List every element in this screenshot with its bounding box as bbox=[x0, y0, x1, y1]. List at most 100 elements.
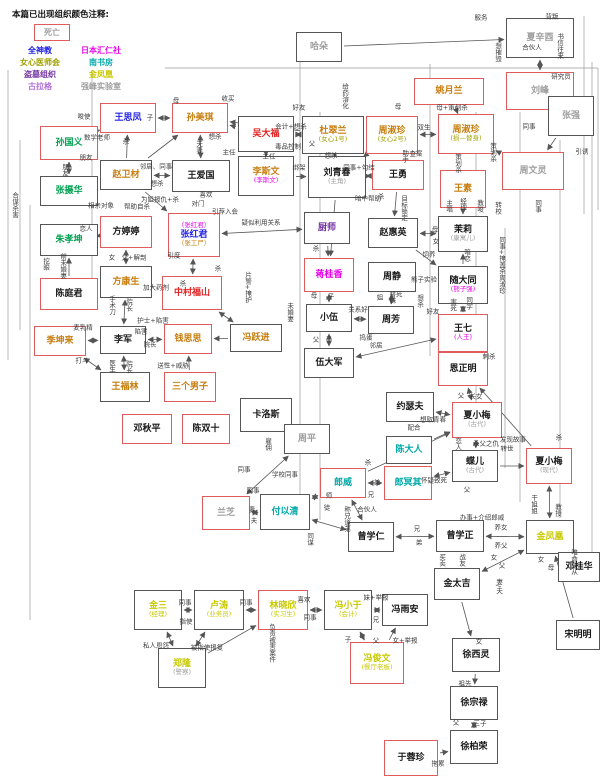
edge-label: 弟 bbox=[415, 538, 423, 547]
node-chushi: 厨师 bbox=[304, 212, 350, 244]
node-chenshuangshi: 陈双十 bbox=[182, 414, 230, 444]
node-lijun: 李军 bbox=[100, 326, 146, 354]
legend-org-0: 全神教 bbox=[28, 46, 52, 55]
node-zhouping: 周平 bbox=[284, 424, 330, 454]
edge-label: 办事+介绍郎威 bbox=[459, 513, 505, 522]
node-langmingqi: 郎冥其 bbox=[384, 466, 432, 500]
node-title: 周淑珍 bbox=[378, 126, 406, 137]
node-title: 李斯文 bbox=[252, 167, 280, 178]
edge-label: 妹+举报 bbox=[363, 593, 389, 602]
node-dieer: 蝶儿(古代) bbox=[452, 450, 498, 482]
node-yurongzhen: 于蓉珍 bbox=[384, 740, 438, 776]
node-title: 王爱国 bbox=[187, 170, 215, 181]
node-fuyiqing: 付以清 bbox=[260, 494, 310, 530]
edge-label: 陷害 bbox=[134, 327, 148, 336]
edge-label: 数学老师 bbox=[84, 133, 110, 142]
node-zengxueren: 曾学仁 bbox=[348, 522, 394, 552]
edge-label: 女 bbox=[432, 237, 440, 246]
node-wangyong: 王勇 bbox=[372, 160, 424, 190]
edge-label: 女 bbox=[108, 253, 116, 262]
edge-label: 买卖 bbox=[437, 553, 446, 567]
node-subtitle: (经理) bbox=[148, 610, 168, 619]
node-subtitle: (女心2号) bbox=[377, 135, 407, 144]
edge-label: 母 bbox=[547, 563, 555, 572]
node-title: 朱孝坤 bbox=[55, 234, 83, 245]
node-subtitle: (业务员) bbox=[206, 610, 232, 619]
node-title: 周静 bbox=[382, 271, 401, 282]
node-wangsifeng: 王思凤 bbox=[100, 103, 156, 133]
edge-label: 想摧毁 bbox=[493, 42, 502, 62]
node-zhoushuzhen: 周淑珍(损—替身) bbox=[438, 114, 494, 154]
edge-label: 子 bbox=[325, 335, 333, 344]
node-title: 冯小于 bbox=[334, 601, 362, 612]
node-subtitle: (女心1号) bbox=[318, 135, 348, 144]
node-xuzonglu: 徐宗禄 bbox=[450, 686, 498, 720]
node-title: 徐西灵 bbox=[462, 649, 490, 660]
node-jiangguixiang: 蒋桂香 bbox=[304, 258, 354, 292]
node-zhangshehua: 张摄华 bbox=[40, 176, 98, 206]
edge-label: 父 bbox=[463, 485, 471, 494]
edge-label: 父 bbox=[457, 391, 465, 400]
node-title: 厨师 bbox=[317, 222, 336, 233]
edge-label: 同事 bbox=[246, 486, 260, 495]
edge-label: 负责被害案件 bbox=[267, 623, 276, 663]
node-zhanghongjun: （张红君）张红君（张工尸） bbox=[168, 213, 220, 257]
edge-label: 母+策划杀 bbox=[436, 103, 468, 112]
edge-label: 杀 bbox=[214, 264, 222, 273]
edge-label: 想杀 bbox=[150, 179, 164, 188]
legend-death-box: 死亡 bbox=[34, 24, 70, 41]
node-zhouwenling: 周文灵 bbox=[502, 152, 564, 190]
edge-label: 片警+掩护 bbox=[243, 271, 252, 303]
edge-label: 经理 bbox=[458, 197, 467, 211]
edge-label: 弟 bbox=[373, 478, 381, 487]
edge-label: 绑架 bbox=[292, 163, 306, 172]
node-langwei: 郎威 bbox=[320, 468, 366, 498]
node-title: 约瑟夫 bbox=[396, 401, 424, 412]
node-title: 随大同 bbox=[449, 276, 477, 287]
node-ducuilan: 杜翠兰(女心1号) bbox=[302, 116, 364, 154]
edge-label: 合谋杀害 bbox=[10, 192, 19, 218]
edge-label: 对门 bbox=[191, 199, 205, 208]
edge-label: 暗中帮助 bbox=[355, 194, 381, 203]
edge-label: 长女 bbox=[469, 392, 483, 401]
edge-label: 杀 bbox=[364, 458, 372, 467]
edge-label: 母 bbox=[431, 225, 439, 234]
node-title: 杜翠兰 bbox=[319, 126, 347, 137]
node-title: 张强 bbox=[561, 110, 580, 121]
node-title: 中村福山 bbox=[173, 287, 210, 298]
node-moli: 茉莉(康寓儿) bbox=[438, 216, 488, 252]
node-zhaohuiying: 赵惠英 bbox=[368, 218, 418, 248]
node-title: 周淑珍 bbox=[452, 125, 480, 136]
edge-label: 同事 bbox=[522, 122, 536, 131]
node-sunguoyi: 孙国义 bbox=[40, 126, 98, 160]
node-title: 哈朵 bbox=[309, 41, 328, 52]
edge-label: 邻居、同事 bbox=[139, 162, 173, 171]
node-jinfenghuang: 金凤凰 bbox=[526, 520, 574, 554]
edge-label: 同事 bbox=[239, 598, 253, 607]
node-linxiaoxin: 林晓欣(实习生) bbox=[258, 590, 308, 630]
node-zhoushuzhen2: 周淑珍(女心2号) bbox=[366, 116, 418, 154]
edge-label: 给药溶化 bbox=[340, 83, 349, 109]
node-title: 于蓉珍 bbox=[397, 752, 425, 763]
node-fengyuan: 冯雨安 bbox=[382, 594, 428, 626]
edge-label: 指使 bbox=[179, 617, 193, 626]
node-title: 刘峰 bbox=[530, 85, 549, 96]
node-subtitle: （张工尸） bbox=[177, 239, 211, 248]
legend-org-4: 盗墓组织 bbox=[24, 70, 56, 79]
edge-label: 害死 bbox=[448, 298, 457, 312]
edge-label: 研究员 bbox=[551, 72, 571, 81]
edge-label: 饲养 bbox=[422, 250, 436, 259]
node-title: 刘青春 bbox=[323, 168, 351, 179]
edge-label: 妻/夫 bbox=[494, 578, 503, 594]
node-jikunlai: 季坤来 bbox=[34, 326, 86, 356]
edge-label: 喜欢 bbox=[199, 190, 213, 199]
legend-org-6: 古拉格 bbox=[28, 82, 52, 91]
node-kaluosi: 卡洛斯 bbox=[240, 398, 292, 432]
edge-label: 父+解剖 bbox=[121, 253, 147, 262]
edge-label: 未婚妻 bbox=[285, 302, 294, 322]
edge-label: 父 bbox=[452, 718, 460, 727]
edge-label: 院长 bbox=[124, 360, 133, 374]
edge-label: 护士+陷害 bbox=[137, 316, 169, 325]
node-title: 王福林 bbox=[111, 381, 139, 392]
